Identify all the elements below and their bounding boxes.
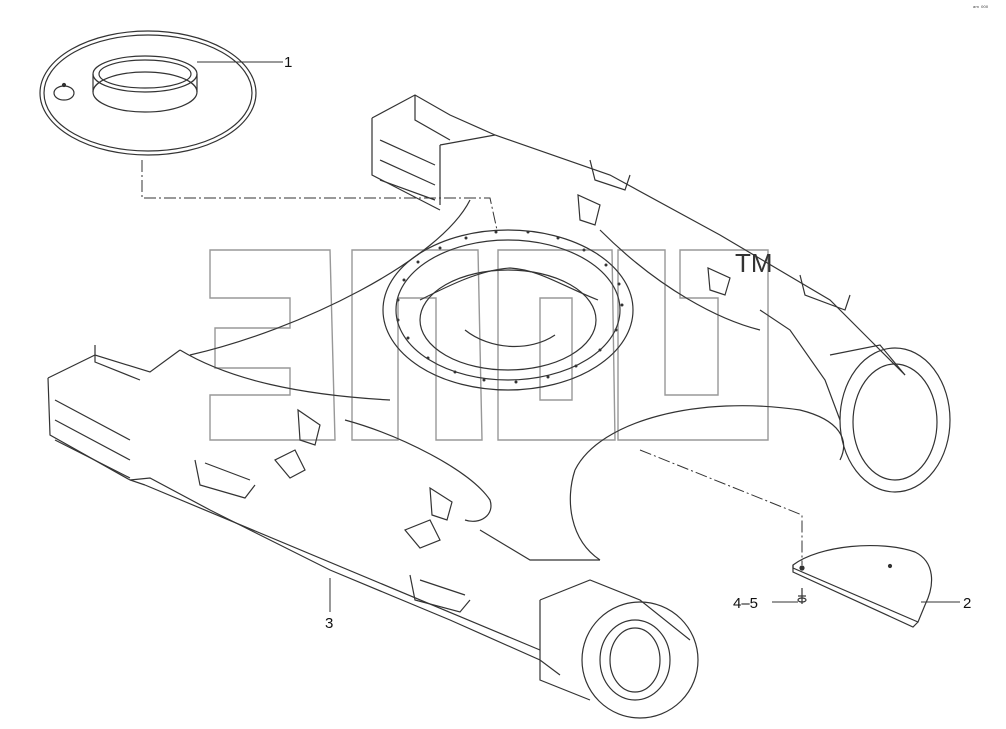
part-4-5-bolt	[797, 588, 807, 604]
part-3-center-frame	[47, 94, 951, 719]
callout-1-label: 1	[284, 54, 292, 71]
callout-4-5-label: 4–5	[733, 595, 758, 612]
watermark-tm: TM	[735, 248, 773, 278]
leader-lines	[141, 61, 960, 612]
elab-watermark	[209, 249, 769, 441]
corner-mark: ᵃᵐ ⁰⁰⁰	[973, 5, 989, 12]
ring-bolt-holes	[396, 230, 624, 384]
callout-3-label: 3	[325, 615, 333, 632]
part-1-cover-plate	[39, 30, 257, 156]
part-2-guard-plate	[792, 544, 933, 628]
callout-2-label: 2	[963, 595, 971, 612]
